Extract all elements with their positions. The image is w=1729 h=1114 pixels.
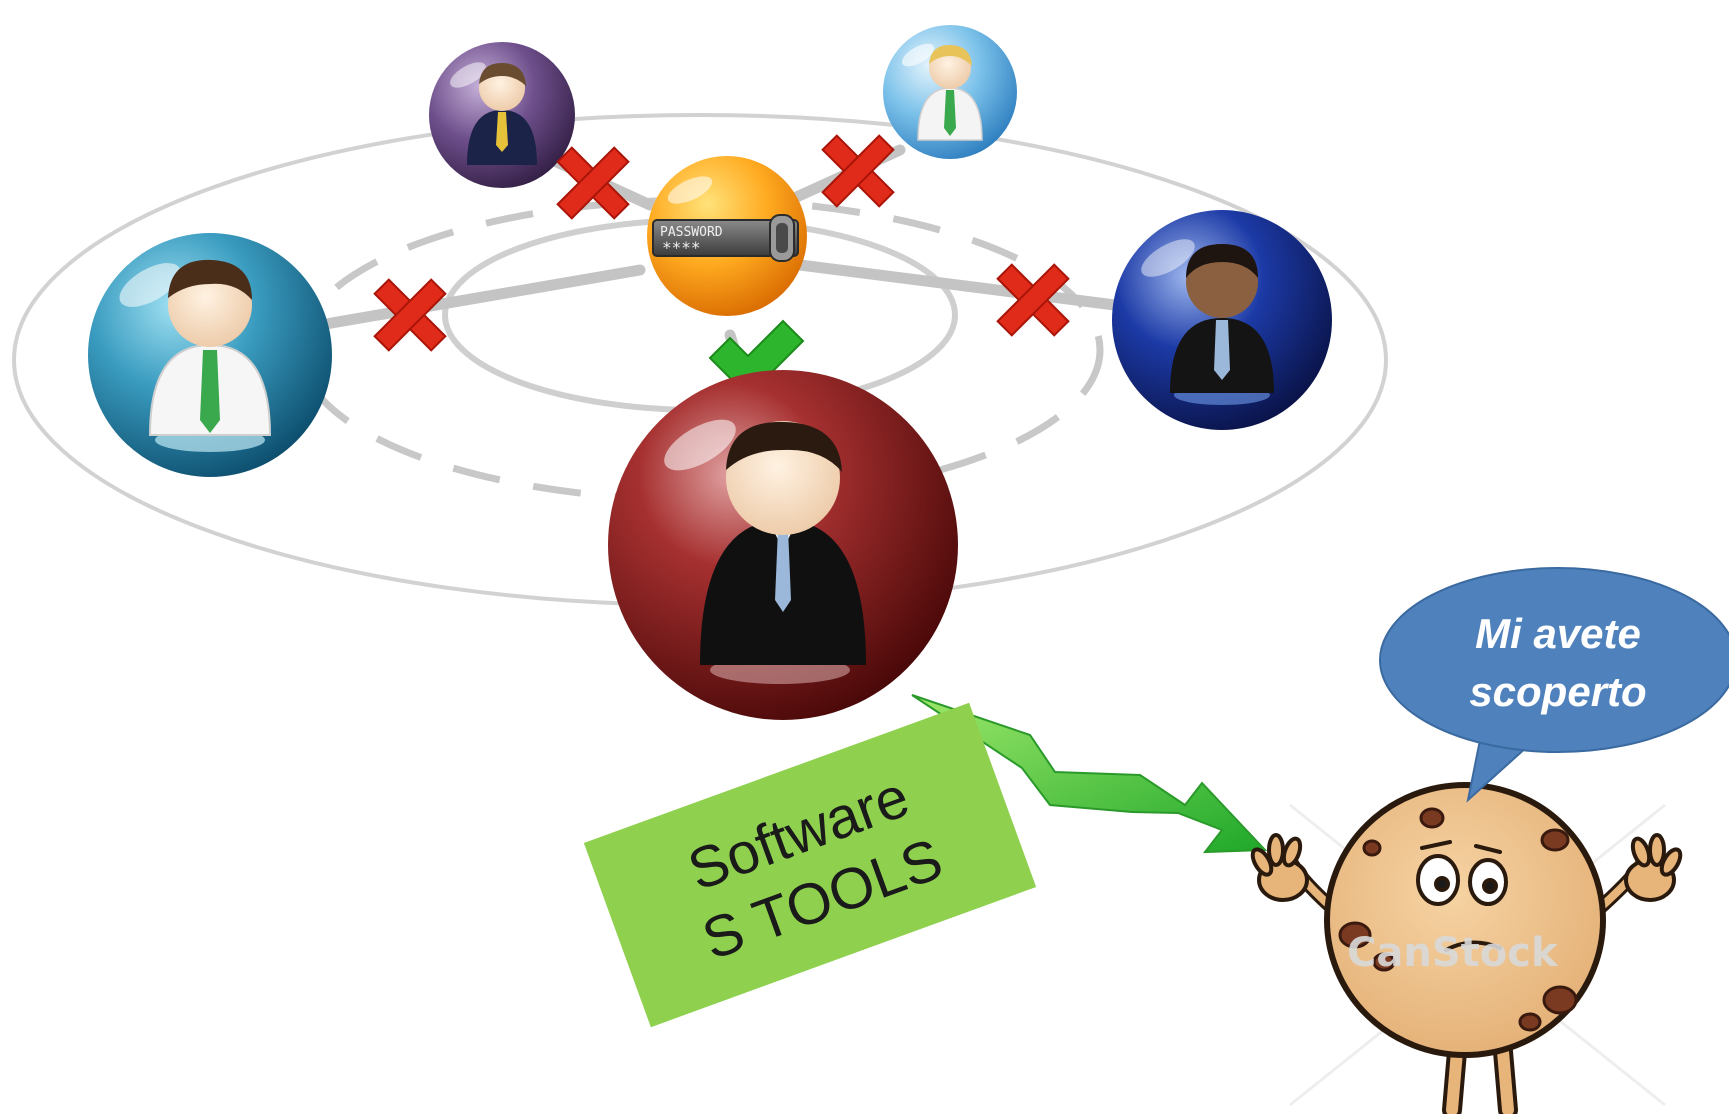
speech-bubble: Mi avete scoperto [1379, 567, 1729, 803]
lightning-arrow [911, 694, 1268, 854]
watermark-text: CanStock [1347, 930, 1559, 976]
person-icon [700, 421, 866, 665]
software-tool-box: Software S TOOLS [583, 702, 1037, 1028]
password-label: PASSWORD [660, 225, 723, 240]
user-sphere-left [88, 233, 332, 477]
password-mask: **** [662, 238, 701, 257]
cookie-character: CanStock [1250, 782, 1683, 1114]
person-icon [148, 259, 272, 436]
main-user-sphere [608, 370, 958, 720]
blocked-icon [996, 263, 1070, 337]
password-key-sphere: PASSWORD **** [647, 156, 807, 316]
user-sphere-top-right [883, 25, 1017, 159]
link-right [794, 259, 1121, 311]
user-sphere-right [1112, 210, 1332, 430]
blocked-icon [821, 134, 895, 208]
link-left [314, 264, 646, 331]
person-icon [917, 44, 983, 141]
blocked-icon [556, 146, 630, 220]
speech-line2: scoperto [1469, 668, 1646, 715]
person-icon [1170, 244, 1274, 393]
key-icon: PASSWORD **** [652, 214, 799, 262]
person-icon [467, 62, 537, 165]
speech-line1: Mi avete [1475, 610, 1641, 657]
user-sphere-top-left [429, 42, 575, 188]
blocked-icon [373, 278, 447, 352]
